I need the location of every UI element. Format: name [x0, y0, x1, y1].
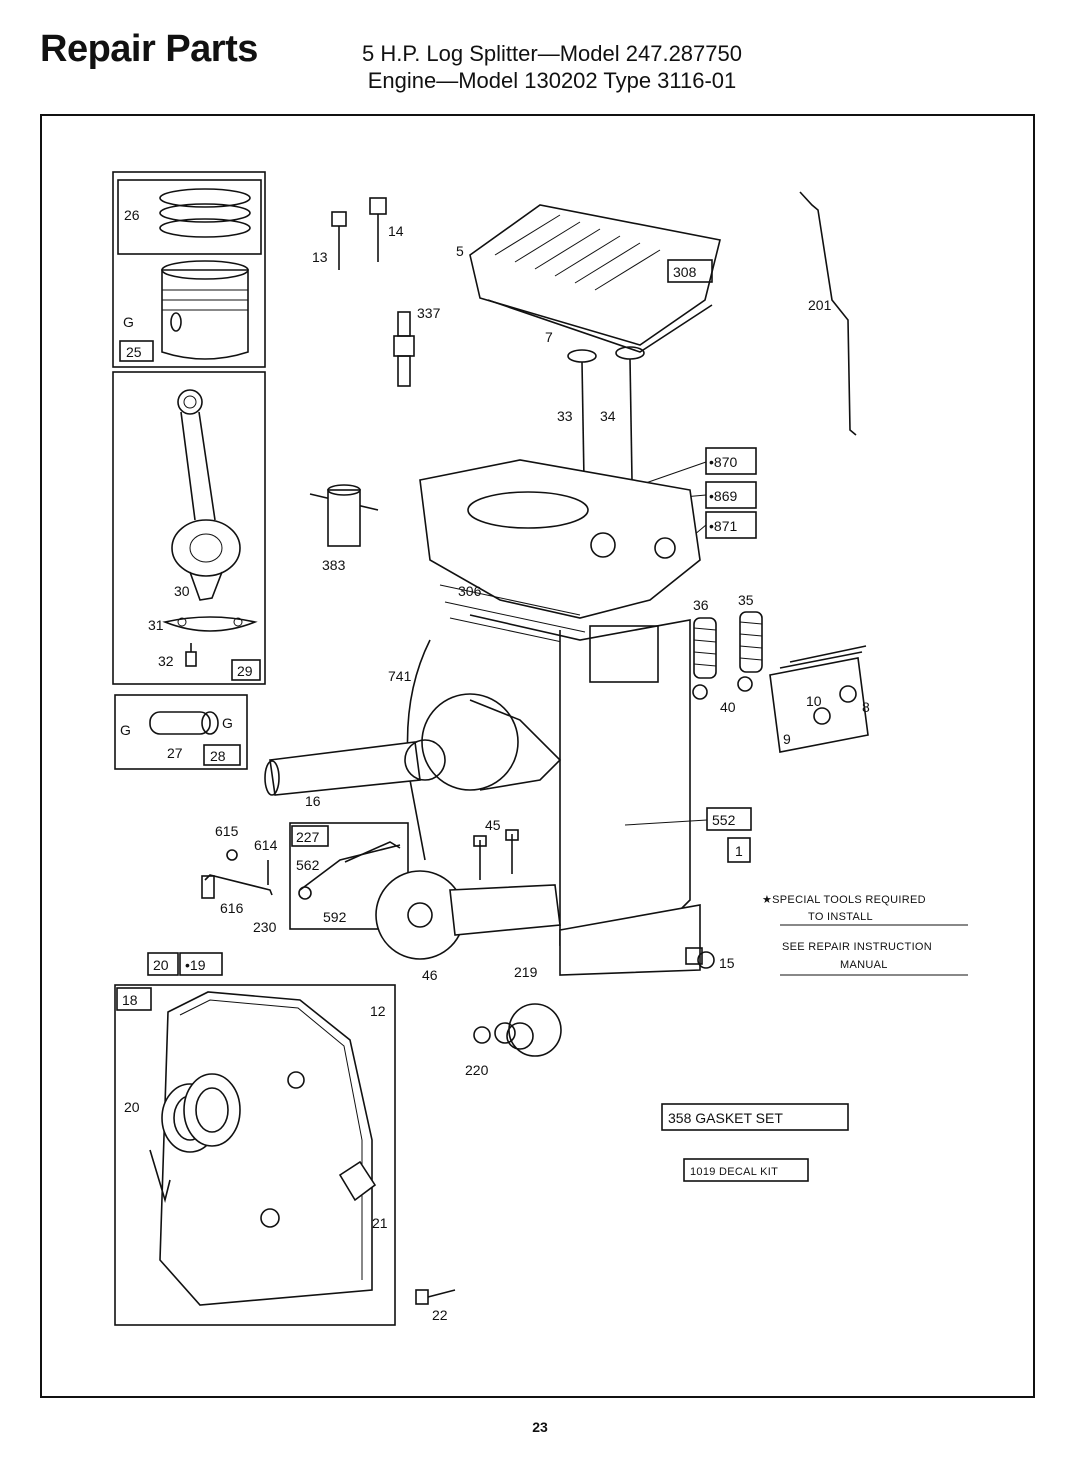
- label-614: 614: [254, 837, 278, 853]
- label-741: 741: [388, 668, 412, 684]
- page-title: Repair Parts: [40, 28, 258, 70]
- cylinder-block-icon: [406, 459, 701, 976]
- label-220: 220: [465, 1062, 489, 1078]
- governor-link-icon: [799, 191, 857, 436]
- label-22: 22: [432, 1307, 448, 1323]
- diagram-frame: [40, 114, 1035, 1398]
- see-repair-note-line2: MANUAL: [840, 959, 888, 971]
- piston-ring-icon: [159, 188, 251, 238]
- special-tools-note-line1: ★SPECIAL TOOLS REQUIRED: [762, 894, 926, 906]
- reduction-gear-icon: [473, 1003, 562, 1057]
- boxed-label-308: 308: [673, 264, 697, 280]
- label-306: 306: [458, 583, 482, 599]
- label-33: 33: [557, 408, 573, 424]
- label-31: 31: [148, 617, 164, 633]
- boxed-label-20: 20: [153, 957, 169, 973]
- label-201: 201: [808, 297, 832, 313]
- camshaft-gear-icon: [375, 870, 561, 960]
- boxed-label-25: 25: [126, 344, 142, 360]
- rod-bolt-icon: [185, 643, 197, 667]
- valve-spring-icon: [693, 611, 763, 679]
- label-30: 30: [174, 583, 190, 599]
- starred-label-870: •870: [709, 454, 737, 470]
- label-35: 35: [738, 592, 754, 608]
- rod-cap-icon: [162, 616, 258, 632]
- label-219: 219: [514, 964, 538, 980]
- piston-pin-group: G G 27 28: [114, 694, 248, 770]
- head-bolt-icon: [331, 197, 387, 270]
- label-32: 32: [158, 653, 174, 669]
- label-5: 5: [456, 243, 464, 259]
- decal-kit-label: 1019 DECAL KIT: [690, 1166, 778, 1178]
- drain-plug-icon: [685, 947, 715, 969]
- spark-plug-icon: [393, 311, 415, 387]
- boxed-label-29: 29: [237, 663, 253, 679]
- letter-g-right: G: [222, 715, 233, 731]
- label-230: 230: [253, 919, 277, 935]
- label-562: 562: [296, 857, 320, 873]
- label-8: 8: [862, 699, 870, 715]
- connecting-rod-icon: [171, 389, 241, 601]
- label-337: 337: [417, 305, 441, 321]
- label-615: 615: [215, 823, 239, 839]
- crankshaft-icon: [264, 693, 562, 796]
- governor-lever-icon: [298, 841, 401, 900]
- tappet-icon: [473, 829, 519, 880]
- governor-crank-icon: [201, 849, 273, 899]
- boxed-label-552: 552: [712, 812, 736, 828]
- breather-cover-icon: [769, 645, 869, 753]
- label-27: 27: [167, 745, 183, 761]
- piston-rings-group: 26 G 25: [112, 171, 266, 368]
- valve-icon: [567, 346, 645, 481]
- sump-cover-icon: [149, 991, 377, 1306]
- boxed-label-227: 227: [296, 829, 320, 845]
- label-21: 21: [372, 1215, 388, 1231]
- label-383: 383: [322, 557, 346, 573]
- sump-bolt-icon: [415, 1289, 456, 1305]
- piston-icon: [161, 260, 249, 360]
- label-592: 592: [323, 909, 347, 925]
- gasket-set-label: 358 GASKET SET: [668, 1110, 783, 1126]
- boxed-label-28: 28: [210, 748, 226, 764]
- cylinder-head-icon: [469, 204, 721, 353]
- label-46: 46: [422, 967, 438, 983]
- connecting-rod-group: 30 31 32 29: [112, 371, 266, 685]
- label-34: 34: [600, 408, 616, 424]
- label-14: 14: [388, 223, 404, 239]
- letter-g-left: G: [120, 722, 131, 738]
- label-36: 36: [693, 597, 709, 613]
- boxed-label-19: •19: [185, 957, 206, 973]
- label-10: 10: [806, 693, 822, 709]
- label-16: 16: [305, 793, 321, 809]
- see-repair-note-line1: SEE REPAIR INSTRUCTION: [782, 941, 932, 953]
- label-40: 40: [720, 699, 736, 715]
- label-26: 26: [124, 207, 140, 223]
- label-12: 12: [370, 1003, 386, 1019]
- label-45: 45: [485, 817, 501, 833]
- piston-pin-icon: [149, 711, 219, 735]
- label-7: 7: [545, 329, 553, 345]
- label-20: 20: [124, 1099, 140, 1115]
- special-tools-note-line2: TO INSTALL: [808, 911, 873, 923]
- subtitle-engine-line: Engine—Model 130202 Type 3116-01: [367, 68, 737, 93]
- boxed-label-18: 18: [122, 992, 138, 1008]
- label-13: 13: [312, 249, 328, 265]
- valve-retainer-icon: [692, 676, 753, 700]
- boxed-label-1: 1: [735, 843, 743, 859]
- label-9: 9: [783, 731, 791, 747]
- starred-label-871: •871: [709, 518, 737, 534]
- label-616: 616: [220, 900, 244, 916]
- page-number: 23: [532, 1419, 548, 1435]
- label-15: 15: [719, 955, 735, 971]
- page-subtitle: 5 H.P. Log Splitter—Model 247.287750 Eng…: [312, 40, 792, 94]
- subtitle-model-line: 5 H.P. Log Splitter—Model 247.287750: [362, 41, 742, 66]
- bushing-tool-icon: [309, 484, 379, 547]
- letter-g-mark: G: [123, 314, 134, 330]
- starred-label-869: •869: [709, 488, 737, 504]
